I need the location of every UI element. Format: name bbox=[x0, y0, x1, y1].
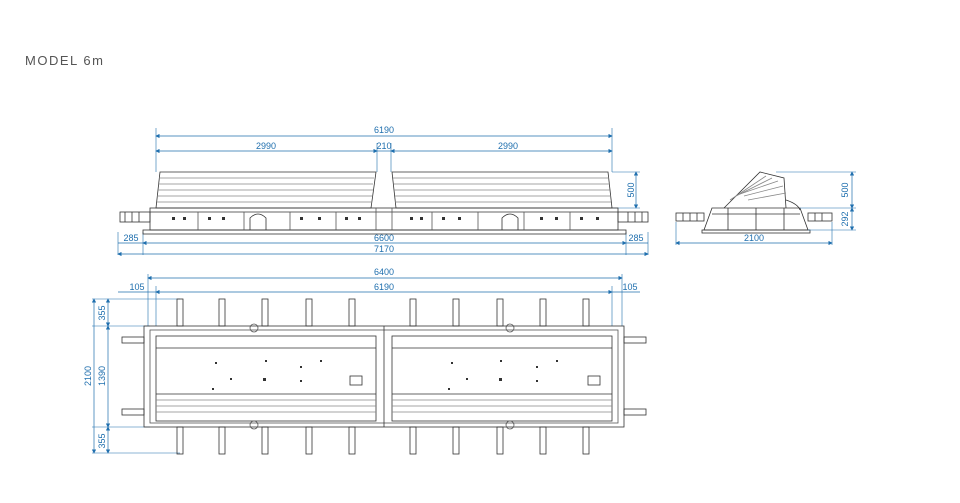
end-view-extension-lines bbox=[675, 171, 856, 245]
plan-view-structure bbox=[121, 298, 647, 455]
side-dim-mid: 210 bbox=[376, 141, 391, 151]
side-dim-left: 2990 bbox=[256, 141, 276, 151]
end-view-dimension-lines bbox=[675, 171, 855, 246]
end-dim-height-top: 500 bbox=[840, 182, 850, 197]
side-view-fixtures bbox=[172, 217, 599, 220]
side-dim-bottom-total: 7170 bbox=[374, 244, 394, 254]
plan-dim-inner-width: 6190 bbox=[374, 282, 394, 292]
model-title: MODEL 6m bbox=[25, 53, 105, 68]
side-view-dimension-lines bbox=[117, 133, 649, 257]
plan-view-fixtures bbox=[212, 360, 558, 390]
plan-dim-bottom-margin: 355 bbox=[97, 433, 107, 448]
end-dim-width: 2100 bbox=[744, 233, 764, 243]
side-dim-height: 500 bbox=[626, 182, 636, 197]
side-dim-right: 2990 bbox=[498, 141, 518, 151]
plan-dim-right-margin: 105 bbox=[622, 282, 637, 292]
side-dim-bottom-right: 285 bbox=[628, 233, 643, 243]
plan-dim-top-margin: 355 bbox=[97, 305, 107, 320]
end-dim-height-bottom: 292 bbox=[840, 211, 850, 226]
plan-outriggers-top bbox=[176, 298, 590, 327]
end-view-structure bbox=[675, 171, 833, 234]
plan-dim-inner-height: 1390 bbox=[97, 366, 107, 386]
plan-dim-total-width: 6400 bbox=[374, 267, 394, 277]
side-view: 6190 2990 210 2990 285 6600 285 7170 500 bbox=[117, 125, 649, 257]
side-view-structure bbox=[119, 171, 649, 235]
side-dim-bottom-left: 285 bbox=[123, 233, 138, 243]
plan-outriggers-bottom bbox=[176, 426, 590, 455]
side-dim-bottom-mid: 6600 bbox=[374, 233, 394, 243]
plan-dim-total-height: 2100 bbox=[83, 366, 93, 386]
plan-dim-left-margin: 105 bbox=[129, 282, 144, 292]
side-dim-total: 6190 bbox=[374, 125, 394, 135]
plan-view-extension-lines bbox=[92, 274, 623, 454]
plan-view-dimension-lines bbox=[91, 275, 640, 454]
plan-view: 6400 105 6190 105 2100 355 1390 355 bbox=[83, 267, 647, 455]
end-view: 500 292 2100 bbox=[675, 171, 856, 246]
